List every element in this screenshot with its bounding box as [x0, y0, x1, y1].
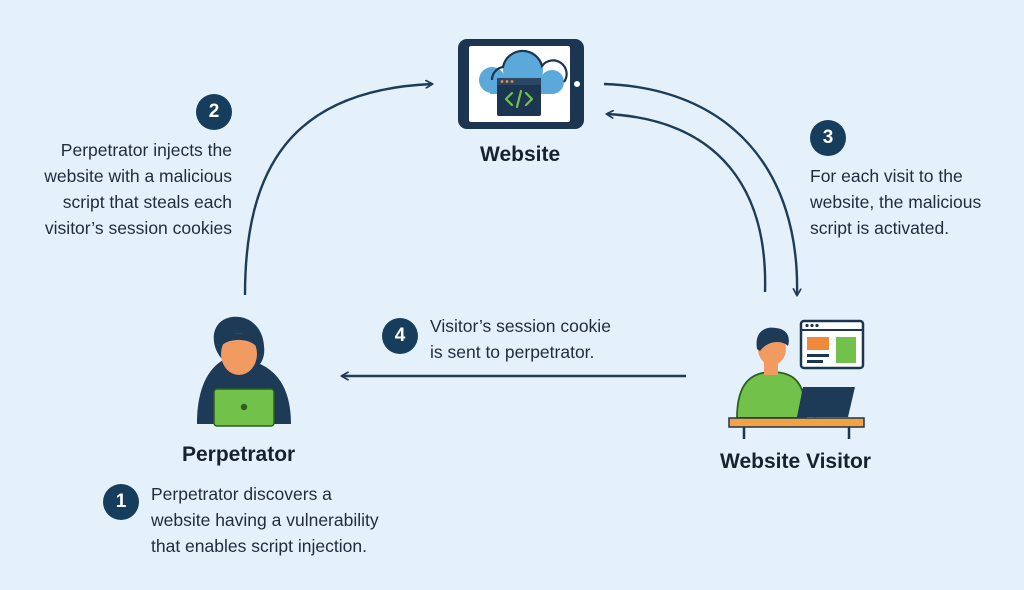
step-4-text: Visitor’s session cookie is sent to perp… [430, 316, 611, 362]
step-1-badge: 1 [103, 484, 139, 520]
website-visitor-label: Website Visitor [720, 450, 871, 473]
perpetrator-label: Perpetrator [182, 443, 296, 466]
arrow-website-to-visitor [603, 82, 797, 295]
arrow-visitor-to-website [607, 114, 767, 293]
step-2-text: Perpetrator injects the website with a m… [44, 140, 232, 238]
step-3-badge: 3 [810, 120, 846, 156]
step-2-badge: 2 [196, 94, 232, 130]
person-at-laptop-icon [728, 319, 865, 439]
step-3-text: For each visit to the website, the malic… [810, 166, 982, 238]
step-4-badge: 4 [382, 318, 418, 354]
website-label: Website [480, 143, 561, 166]
hooded-hacker-laptop-icon [197, 316, 291, 427]
tablet-cloud-code-icon [458, 39, 584, 129]
arrow-perpetrator-to-website [243, 84, 432, 296]
step-1-text: Perpetrator discovers a website having a… [151, 484, 379, 556]
